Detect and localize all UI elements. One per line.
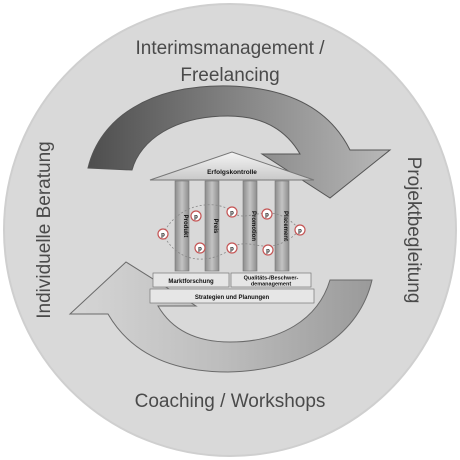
node-label: p <box>161 233 165 239</box>
pillar-preis <box>204 180 220 272</box>
node: p <box>226 242 238 254</box>
label-left: Individuelle Beratung <box>34 141 55 318</box>
node-label: p <box>298 229 302 235</box>
label-bottom: Coaching / Workshops <box>135 391 326 412</box>
node-label: p <box>266 249 270 255</box>
top-cycle-arrow <box>87 85 392 199</box>
base-marktforschung <box>152 272 230 288</box>
base-right-label-line2: demanagement <box>251 282 292 288</box>
node: p <box>294 224 306 236</box>
node: p <box>194 242 206 254</box>
node-label: p <box>230 211 234 217</box>
base-qualitaet <box>230 272 312 288</box>
temple-roof <box>149 151 315 181</box>
pillar-label-placement: Placement <box>282 211 288 241</box>
node: p <box>190 210 202 222</box>
node: p <box>261 208 273 220</box>
node: p <box>262 244 274 256</box>
bottom-cycle-arrow <box>68 261 373 373</box>
roof-label: Erfolgskontrolle <box>207 169 257 176</box>
temple: Erfolgskontrolle Produkt Preis Promotion… <box>149 151 315 304</box>
label-right: Projektbegleitung <box>403 157 424 304</box>
node: p <box>157 228 169 240</box>
label-top-line1: Interimsmanagement / <box>135 38 325 59</box>
label-top-line2: Freelancing <box>180 65 279 86</box>
node: p <box>226 206 238 218</box>
pillar-produkt <box>174 180 190 272</box>
pillar-placement <box>274 180 290 272</box>
pillar-label-promotion: Promotion <box>250 211 256 241</box>
pillar-label-preis: Preis <box>212 219 218 234</box>
foundation <box>149 288 315 304</box>
foundation-label: Strategien und Planungen <box>195 295 270 301</box>
pillar-label-produkt: Produkt <box>182 215 188 238</box>
node-label: p <box>198 247 202 253</box>
outer-circle <box>3 3 457 457</box>
pillar-promotion <box>242 180 258 272</box>
node-label: p <box>194 215 198 221</box>
base-left-label: Marktforschung <box>168 279 214 285</box>
node-label: p <box>265 213 269 219</box>
node-label: p <box>230 247 234 253</box>
base-right-label-line1: Qualitäts-/Beschwer- <box>244 276 299 282</box>
